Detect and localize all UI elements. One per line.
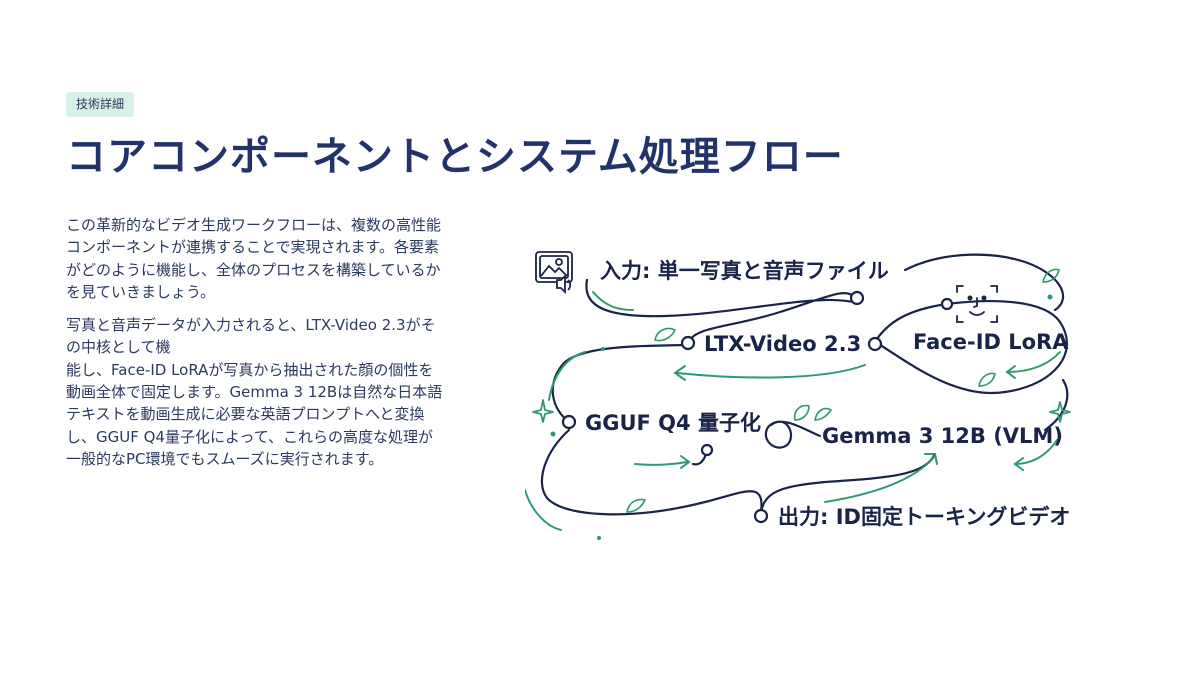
leaf-6 xyxy=(626,498,647,513)
accent-arrow-2 xyxy=(676,364,866,379)
flow-paths xyxy=(525,251,1071,540)
node-gemma: Gemma 3 12B (VLM) xyxy=(822,424,1063,448)
sparkle-left xyxy=(532,399,554,423)
flow-path-gguf-gemma xyxy=(764,420,822,449)
sparkle-right xyxy=(1049,401,1071,423)
dot-gemma-in xyxy=(700,443,714,457)
deco-dot-1 xyxy=(601,347,605,351)
node-output: 出力: ID固定トーキングビデオ xyxy=(778,505,1071,529)
node-face-id-lora: Face-ID LoRA xyxy=(913,330,1069,354)
paragraph-detail: 写真と音声データが入力されると、LTX-Video 2.3がその中核として機能し… xyxy=(66,314,448,470)
node-input: 入力: 単一写真と音声ファイル xyxy=(600,259,889,283)
flow-path-ltx-gguf xyxy=(551,343,690,424)
leaf-3 xyxy=(814,407,833,421)
dot-faceid-top xyxy=(940,297,954,311)
accent-arrow-2-head xyxy=(673,365,686,381)
paragraph-intro: この革新的なビデオ生成ワークフローは、複数の高性能コンポーネントが連携することで… xyxy=(66,216,442,301)
page-title: コアコンポーネントとシステム処理フロー xyxy=(66,134,844,180)
accent-arrow-1 xyxy=(592,291,634,311)
accent-arrow-4 xyxy=(634,461,688,466)
flow-path-gemma-output xyxy=(540,428,763,516)
accent-arrow-3 xyxy=(548,351,586,401)
accent-arrow-4-head xyxy=(680,455,691,469)
dot-gguf xyxy=(561,414,577,430)
image-audio-icon xyxy=(535,251,573,295)
accent-arrow-6 xyxy=(824,455,936,503)
leaf-1 xyxy=(654,327,677,342)
flow-path-gemma-loop xyxy=(1043,378,1069,432)
accent-arrow-8 xyxy=(1006,351,1061,373)
section-badge: 技術詳細 xyxy=(66,92,135,117)
accent-arrow-6-head xyxy=(924,453,938,465)
flow-path-top-loop xyxy=(903,253,1065,312)
accent-arrow-7 xyxy=(1014,439,1058,465)
flow-path-input-ltx xyxy=(585,278,858,345)
leaf-4 xyxy=(978,372,996,387)
node-gguf-q4: GGUF Q4 量子化 xyxy=(585,411,761,435)
dot-top xyxy=(849,290,865,306)
accent-arrow-5 xyxy=(525,489,562,531)
flow-diagram: 入力: 単一写真と音声ファイル LTX-Video 2.3 Face-ID Lo… xyxy=(525,240,1085,540)
deco-dot-2 xyxy=(550,431,556,437)
dot-output xyxy=(753,508,769,524)
deco-dot-3 xyxy=(597,536,601,540)
flow-path-ltx-faceid xyxy=(871,300,1068,395)
description: この革新的なビデオ生成ワークフローは、複数の高性能コンポーネントが連携することで… xyxy=(66,214,448,481)
dot-faceid xyxy=(867,336,883,352)
paragraph-detail-line2: 能し、Face-ID LoRAが写真から抽出された顔の個性を動画全体で固定します… xyxy=(66,360,443,468)
accent-arrow-8-head xyxy=(1005,365,1016,379)
leaf-2 xyxy=(793,404,810,421)
accent-arrow-7-head xyxy=(1013,457,1024,471)
flow-path-output-gemma xyxy=(759,452,937,514)
paragraph-detail-line1: 写真と音声データが入力されると、LTX-Video 2.3がその中核として機 xyxy=(66,316,436,357)
deco-dot-4 xyxy=(1047,294,1053,300)
dot-ltx xyxy=(680,335,696,351)
node-ltx-video: LTX-Video 2.3 xyxy=(704,332,862,356)
leaf-5 xyxy=(1042,268,1060,283)
face-scan-icon xyxy=(956,285,998,323)
